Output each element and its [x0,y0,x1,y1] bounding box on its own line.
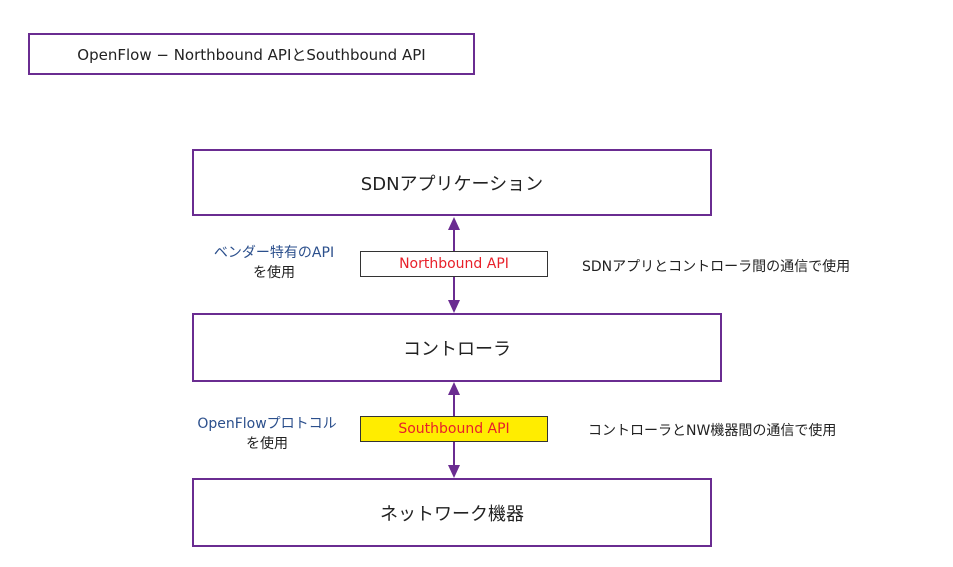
northbound-description: SDNアプリとコントローラ間の通信で使用 [582,259,851,275]
network-device-layer: ネットワーク機器 [192,478,712,547]
southbound-usage-label: OpenFlowプロトコル を使用 [172,414,362,454]
northbound-usage-line2: を使用 [253,265,295,281]
southbound-usage-line2: を使用 [246,436,288,452]
sdn-application-layer: SDNアプリケーション [192,149,712,216]
controller-layer: コントローラ [192,313,722,382]
southbound-usage-line1: OpenFlowプロトコル [197,416,337,432]
diagram-title: OpenFlow − Northbound APIとSouthbound API [28,33,475,75]
southbound-api-box: Southbound API [360,416,548,442]
southbound-description: コントローラとNW機器間の通信で使用 [588,423,837,439]
northbound-usage-line1: ベンダー特有のAPI [213,245,335,261]
northbound-usage-label: ベンダー特有のAPI を使用 [185,243,363,283]
northbound-api-box: Northbound API [360,251,548,277]
